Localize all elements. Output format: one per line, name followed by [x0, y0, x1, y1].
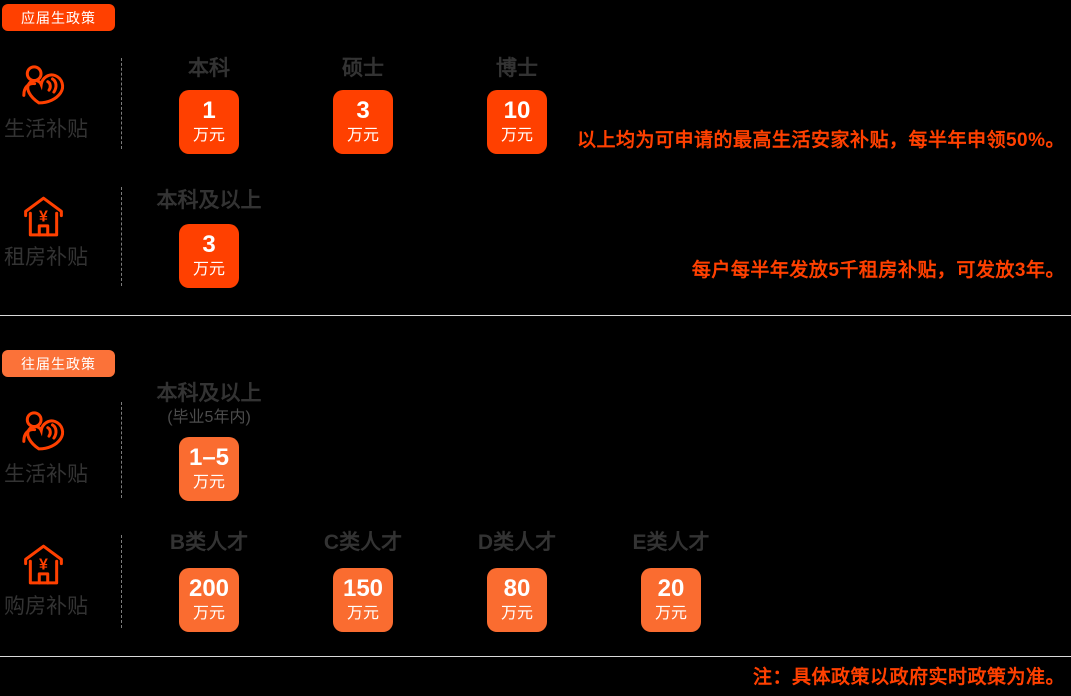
- svg-text:¥: ¥: [39, 557, 48, 574]
- subsidy-column: 硕士 3 万元: [308, 56, 418, 154]
- amount-unit: 万元: [346, 605, 379, 622]
- subsidy-column: E类人才 20 万元: [616, 530, 726, 632]
- amount-unit: 万元: [500, 127, 533, 144]
- living-subsidy-note: 以上均为可申请的最高生活安家补贴，每半年申领50%。: [576, 130, 1065, 151]
- row-label: 购房补贴: [4, 595, 88, 618]
- amount-unit: 万元: [346, 127, 379, 144]
- amount-value: 200: [188, 575, 230, 602]
- subsidy-column: D类人才 80 万元: [462, 530, 572, 632]
- dashed-divider: [121, 187, 122, 286]
- column-header: 硕士: [342, 57, 384, 80]
- value-box: 1 万元: [179, 90, 239, 154]
- dashed-divider: [121, 402, 122, 498]
- row-label: 生活补贴: [4, 118, 88, 141]
- amount-value: 3: [356, 97, 370, 124]
- amount-unit: 万元: [192, 474, 225, 491]
- house-yen-icon: ¥: [20, 193, 67, 241]
- column-header: 博士: [496, 57, 538, 80]
- amount-value: 10: [503, 97, 531, 124]
- amount-value: 1–5: [188, 444, 230, 471]
- svg-text:¥: ¥: [39, 209, 48, 226]
- amount-value: 3: [202, 231, 216, 258]
- house-yen-icon: ¥: [20, 541, 67, 589]
- value-box: 10 万元: [487, 90, 547, 154]
- amount-value: 20: [657, 575, 685, 602]
- amount-value: 150: [342, 575, 384, 602]
- value-box: 3 万元: [333, 90, 393, 154]
- amount-unit: 万元: [654, 605, 687, 622]
- value-box: 1–5 万元: [179, 437, 239, 501]
- row-label: 租房补贴: [4, 246, 88, 269]
- value-box: 80 万元: [487, 568, 547, 632]
- amount-unit: 万元: [192, 261, 225, 278]
- subsidy-column: B类人才 200 万元: [154, 530, 264, 632]
- column-header: E类人才: [632, 531, 710, 554]
- person-heart-icon: [21, 61, 68, 109]
- column-header: 本科及以上: [156, 189, 262, 212]
- value-box: 200 万元: [179, 568, 239, 632]
- subsidy-column: C类人才 150 万元: [308, 530, 418, 632]
- amount-unit: 万元: [500, 605, 533, 622]
- fresh-graduate-policy-badge: 应届生政策: [2, 4, 115, 31]
- amount-value: 80: [503, 575, 531, 602]
- person-heart-icon: [21, 407, 68, 455]
- amount-unit: 万元: [192, 605, 225, 622]
- column-header: 本科及以上: [156, 382, 262, 405]
- value-box: 20 万元: [641, 568, 701, 632]
- subsidy-column: 博士 10 万元: [462, 56, 572, 154]
- column-header: C类人才: [323, 531, 403, 554]
- footer-divider: [0, 656, 1071, 657]
- rent-subsidy-note: 每户每半年发放5千租房补贴，可发放3年。: [691, 260, 1065, 281]
- column-header: 本科: [188, 57, 230, 80]
- column-header: B类人才: [169, 531, 249, 554]
- value-box: 3 万元: [179, 224, 239, 288]
- column-subheader: (毕业5年内): [167, 409, 251, 426]
- subsidy-column: 本科及以上 (毕业5年内) 1–5 万元: [154, 381, 264, 501]
- amount-unit: 万元: [192, 127, 225, 144]
- value-box: 150 万元: [333, 568, 393, 632]
- section-divider: [0, 315, 1071, 316]
- dashed-divider: [121, 535, 122, 628]
- row-label: 生活补贴: [4, 463, 88, 486]
- subsidy-column: 本科 1 万元: [154, 56, 264, 154]
- column-header: D类人才: [477, 531, 557, 554]
- dashed-divider: [121, 58, 122, 149]
- amount-value: 1: [202, 97, 216, 124]
- subsidy-column: 本科及以上 3 万元: [154, 188, 264, 288]
- previous-graduate-policy-badge: 往届生政策: [2, 350, 115, 377]
- footnote: 注：具体政策以政府实时政策为准。: [752, 667, 1065, 688]
